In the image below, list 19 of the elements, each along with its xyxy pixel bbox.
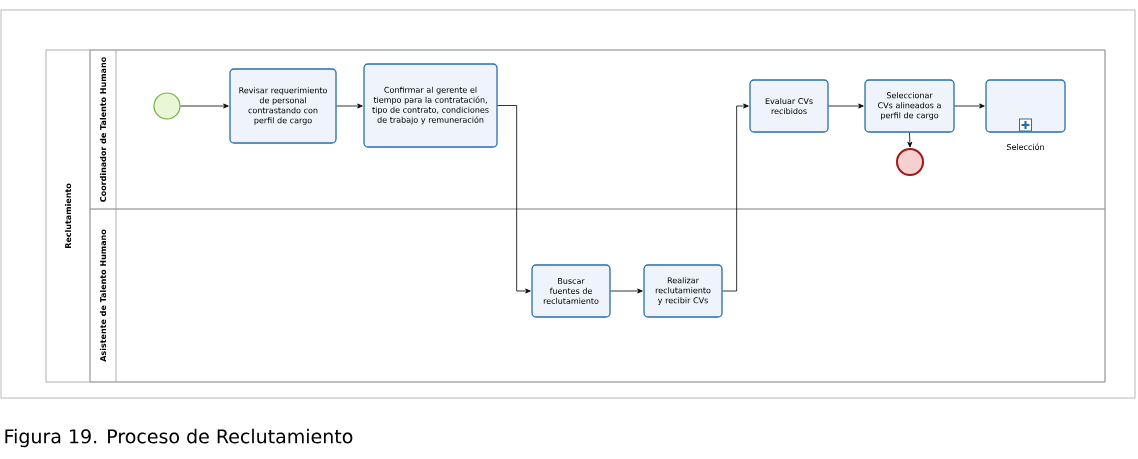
arrow: [722, 103, 749, 292]
end-event-circle: [896, 148, 924, 176]
task-box: Buscar fuentes de reclutamiento: [531, 264, 611, 318]
arrow: [828, 103, 864, 109]
subprocess-box: Selección: [985, 79, 1066, 151]
task-box: Seleccionar CVs alineados a perfil de cargo: [864, 79, 955, 133]
arrow: [954, 103, 985, 109]
task-box: Evaluar CVs recibidos: [749, 79, 829, 133]
arrow: [907, 132, 913, 148]
arrow: [497, 105, 531, 294]
node-label: Selección: [1006, 143, 1044, 151]
arrow: [610, 288, 643, 294]
arrow: [180, 103, 229, 109]
task-box: Confirmar al gerente el tiempo para la contratación, tipo de contrato, condiciones de trabajo y remuneración: [363, 63, 498, 148]
task-box: Revisar requerimiento de personal contrastando con perfil de cargo: [229, 68, 337, 144]
start-event-circle: [153, 92, 181, 120]
arrow: [336, 103, 363, 109]
task-box: Realizar reclutamiento y recibir CVs: [643, 264, 723, 318]
caption: Figura 19. Proceso de Reclutamiento: [5, 428, 353, 448]
